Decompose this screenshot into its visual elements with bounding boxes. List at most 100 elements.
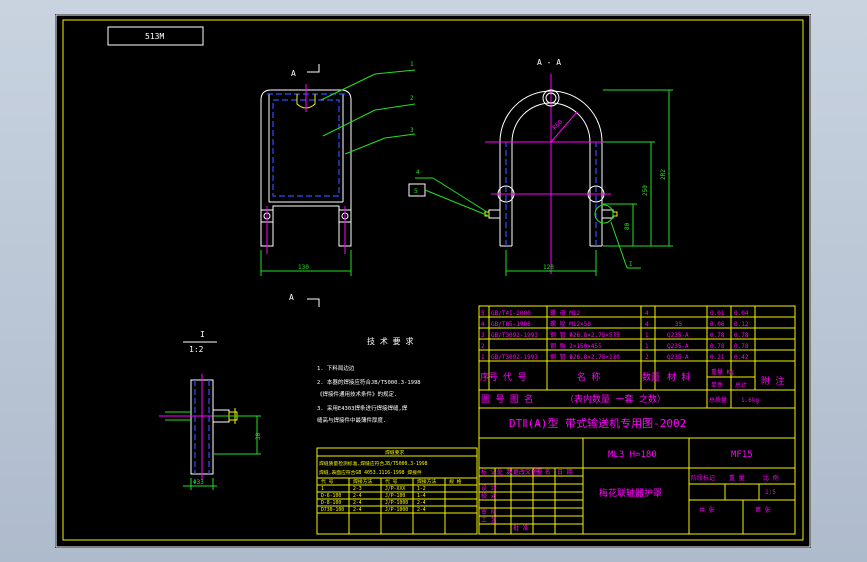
svg-text:0.78: 0.78: [734, 343, 749, 350]
svg-text:焊缝,表面应符合GB 4053.1116-1998 焊接件: 焊缝,表面应符合GB 4053.1116-1998 焊接件: [319, 469, 422, 476]
svg-text:图 号 图 名: 图 号 图 名: [481, 393, 533, 405]
svg-text:0.21: 0.21: [710, 354, 725, 361]
svg-text:比 例: 比 例: [763, 474, 779, 482]
drawing-border: [62, 19, 804, 541]
svg-text:2: 2: [645, 354, 649, 361]
main-title: DTⅡ(A)型 带式输送机专用图-2002: [509, 416, 686, 430]
svg-text:数量: 数量: [642, 371, 660, 383]
svg-text:代 号: 代 号: [503, 372, 526, 383]
svg-text:钢 管 Φ26.8×2.75×130: 钢 管 Φ26.8×2.75×130: [550, 353, 620, 361]
tech-req-item-3: 《焊接件通用技术条件》的规定.: [317, 390, 397, 398]
balloon-3: 3: [410, 127, 414, 134]
drawing-number: MF15: [731, 450, 753, 460]
svg-text:设 计: 设 计: [481, 484, 497, 492]
svg-text:更改文件号: 更改文件号: [513, 468, 543, 476]
part-name: 梅花联轴器护罩: [599, 487, 662, 499]
svg-text:D730-100: D730-100: [321, 507, 344, 513]
tech-requirements: 技 术 要 求 1. 下料局边边 2. 本器的焊接应符合JB/T5000.3-1…: [317, 336, 421, 424]
svg-text:1.6kg: 1.6kg: [741, 397, 759, 404]
section-aa-view: A - A R60 120 2R2: [484, 58, 673, 276]
front-view: A A 130: [260, 64, 352, 307]
svg-text:钢 板 2×150×455: 钢 板 2×150×455: [550, 342, 602, 350]
svg-text:规 格: 规 格: [449, 478, 462, 485]
dim-side-width-text: 120: [543, 264, 554, 271]
tech-req-item-2: 2. 本器的焊接应符合JB/T5000.3-1998: [317, 378, 421, 386]
svg-text:1-4: 1-4: [417, 493, 426, 499]
weld-table: 焊缝要求 焊缝质量检测标准,焊缝应符合JB/T5000.3-1998 焊缝,表面…: [316, 447, 478, 535]
scale-value: 1:5: [765, 489, 776, 496]
leaders-45: 4 5: [408, 169, 490, 217]
front-outline: [260, 89, 352, 247]
detail-dim-height: 30: [255, 432, 262, 440]
svg-text:0.78: 0.78: [710, 332, 725, 339]
balloon-5: 5: [414, 188, 418, 195]
bolt-right: [601, 209, 614, 219]
section-label-top: A: [291, 69, 296, 78]
cad-viewport[interactable]: 513M A A 130 1 2: [55, 14, 811, 548]
svg-text:螺 母 M12: 螺 母 M12: [550, 309, 580, 317]
svg-text:重量 Kg: 重量 Kg: [711, 368, 734, 376]
svg-text:4: 4: [481, 321, 485, 328]
dim-offset-text: 80: [624, 222, 631, 230]
hidden-plate: [272, 99, 340, 197]
svg-text:J/P-1000: J/P-1000: [385, 507, 408, 513]
detail-ref-I: I: [629, 261, 633, 268]
svg-text:Q235-A: Q235-A: [667, 354, 689, 361]
dim-total-height-text: 2R2: [660, 169, 667, 180]
bolt-left: [488, 209, 501, 219]
svg-text:5: 5: [481, 310, 485, 317]
parts-list: 5 GB/T41-2000 螺 母 M12 4 0.01 0.04 4 GB/T…: [478, 305, 796, 409]
svg-text:0.01: 0.01: [710, 310, 725, 317]
svg-text:（表内数量 一套 之数）: （表内数量 一套 之数）: [565, 393, 666, 405]
svg-text:2-4: 2-4: [353, 507, 362, 513]
svg-text:批 准: 批 准: [513, 524, 529, 532]
svg-text:焊接方法: 焊接方法: [417, 478, 436, 485]
svg-text:1: 1: [321, 486, 324, 492]
balloon-4: 4: [416, 169, 420, 176]
svg-text:焊缝质量检测标准,焊缝应符合JB/T5000.3-1998: 焊缝质量检测标准,焊缝应符合JB/T5000.3-1998: [319, 460, 428, 467]
svg-text:0.42: 0.42: [734, 354, 749, 361]
top-pipe-section: [542, 89, 560, 107]
svg-text:D-8-100: D-8-100: [321, 500, 341, 506]
leaders-123: 1 2 3: [320, 61, 416, 155]
svg-text:J/P-XXX: J/P-XXX: [385, 486, 405, 492]
dim-front-width-text: 130: [298, 264, 309, 271]
svg-text:标 记: 标 记: [481, 468, 497, 476]
svg-text:GB/T41-2000: GB/T41-2000: [491, 310, 531, 317]
svg-text:钢 管 Φ26.8×2.75×575: 钢 管 Φ26.8×2.75×575: [550, 331, 620, 339]
svg-text:0.04: 0.04: [734, 310, 749, 317]
tech-req-title: 技 术 要 求: [367, 336, 413, 346]
svg-text:代 号: 代 号: [385, 478, 398, 485]
svg-text:共 张: 共 张: [699, 506, 715, 514]
svg-text:Q235-A: Q235-A: [667, 332, 689, 339]
svg-text:1: 1: [645, 343, 649, 350]
section-mark-bottom: [307, 298, 320, 307]
tech-req-item-5: 缝高与焊接件中最薄件厚度.: [317, 416, 386, 424]
svg-text:0.78: 0.78: [710, 343, 725, 350]
tech-req-item-1: 1. 下料局边边: [317, 364, 355, 372]
svg-text:D-6-100: D-6-100: [321, 493, 341, 499]
section-label-bottom: A: [289, 293, 294, 302]
title-block: DTⅡ(A)型 带式输送机专用图-2002 ML3 H=180 MF15 梅花联…: [478, 407, 796, 535]
svg-text:阶段标记: 阶段标记: [691, 474, 715, 482]
svg-text:Q235-A: Q235-A: [667, 343, 689, 350]
svg-text:审 核: 审 核: [481, 508, 497, 516]
svg-text:螺 栓 M12×50: 螺 栓 M12×50: [550, 320, 591, 328]
parts-header-no: 序号: [480, 371, 498, 383]
dim-height-text: 250: [642, 185, 649, 196]
section-aa-title: A - A: [537, 58, 561, 67]
svg-text:焊接方法: 焊接方法: [353, 478, 372, 485]
svg-text:0.12: 0.12: [734, 321, 749, 328]
svg-text:1-2: 1-2: [417, 486, 426, 492]
drawing-canvas: 513M A A 130 1 2: [55, 14, 811, 548]
detail-I-view: I 1:2 30 Φ33: [159, 330, 262, 490]
outer-frame: [55, 14, 811, 548]
svg-text:GB/T3092-1993: GB/T3092-1993: [491, 332, 538, 339]
svg-text:日 期: 日 期: [557, 468, 573, 476]
stamp-text: 513M: [145, 32, 164, 41]
svg-text:4: 4: [645, 321, 649, 328]
svg-text:总计: 总计: [735, 381, 747, 389]
svg-text:2-4: 2-4: [353, 493, 362, 499]
svg-text:工 艺: 工 艺: [481, 516, 497, 524]
svg-text:总质量: 总质量: [709, 396, 727, 404]
